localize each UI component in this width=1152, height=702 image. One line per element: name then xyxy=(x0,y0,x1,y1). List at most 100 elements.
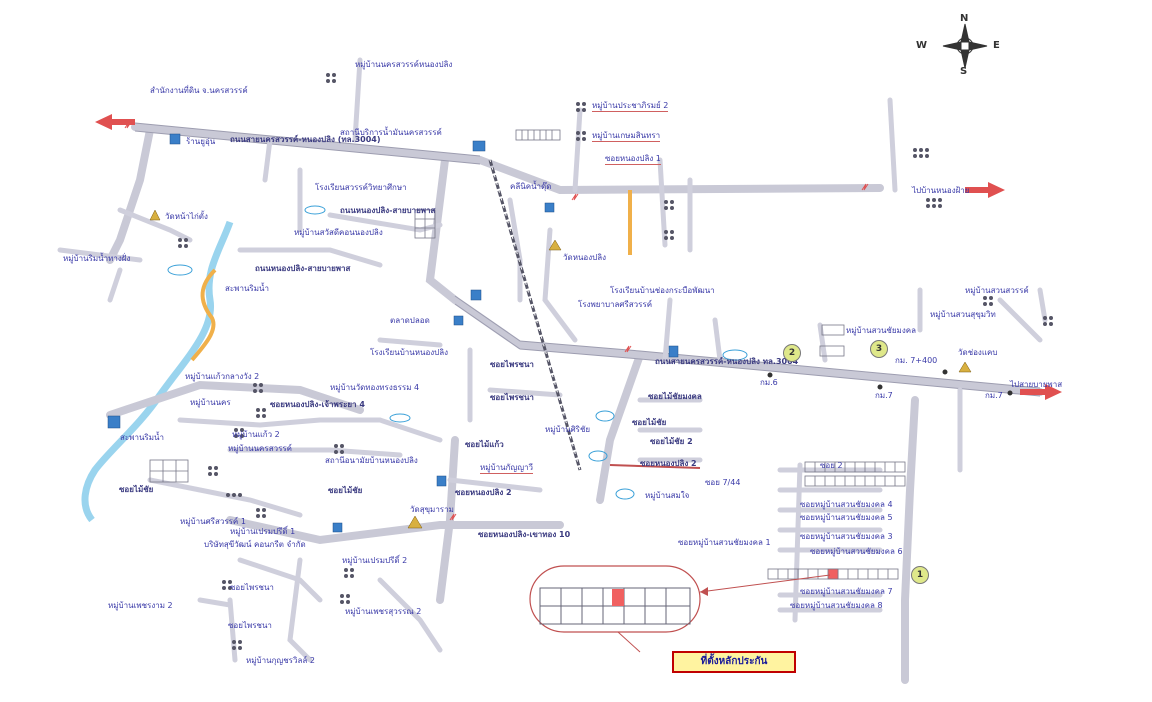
label-clinic: คลีนิคน้ำดุ๊ด xyxy=(510,182,552,191)
label-soi: ซอยไพรชนา xyxy=(230,583,274,592)
road-center-south xyxy=(436,436,459,604)
label-village: หมู่บ้านเพชรงาม 2 xyxy=(108,601,173,610)
label-village: หมู่บ้านเปรมปรีดิ์ 2 xyxy=(342,556,408,565)
river xyxy=(81,220,234,523)
label-km: กม.7 xyxy=(985,391,1003,400)
building-icon xyxy=(668,345,679,358)
grid-block xyxy=(821,324,845,336)
village-dots-icon xyxy=(576,131,586,141)
label-temple: วัดช่องแคบ xyxy=(958,348,998,357)
village-dots-icon xyxy=(340,594,350,604)
label-temple: วัดหน้าไก่ตั้ง xyxy=(165,212,208,221)
label-company: บริษัทสุขีวัฒน์ คอนกรีต จำกัด xyxy=(204,540,306,549)
label-village: หมู่บ้านประชาภิรมย์ 2 xyxy=(592,101,669,112)
label-to-east: ไปบ้านหนองฝ้าย xyxy=(912,186,970,195)
road-east-south xyxy=(901,396,919,684)
label-village: หมู่บ้านนครสวรรค์หนองปลิง xyxy=(355,60,453,69)
label-road: ถนนหนองปลิง-สายบายพาส xyxy=(255,264,351,273)
village-dots-icon xyxy=(226,493,242,497)
grid-block xyxy=(515,129,561,141)
village-dots-icon xyxy=(664,230,674,240)
label-health: สถานีอนามัยบ้านหนองปลิง xyxy=(325,456,418,465)
label-shop: ร้านยูอุ่น xyxy=(186,137,216,146)
label-gas-station: สถานีบริการน้ำมันนครสวรรค์ xyxy=(340,128,442,137)
school-icon xyxy=(389,413,411,423)
village-dots-icon xyxy=(256,408,266,418)
label-temple: วัดสุขุมาราม xyxy=(410,505,454,514)
label-village: หมู่บ้านวัดทองทรงธรรม 4 xyxy=(330,383,420,392)
building-icon xyxy=(472,140,486,152)
label-soi: ซอยหมู่บ้านสวนชัยมงคล 6 xyxy=(810,547,903,556)
village-dots-icon xyxy=(208,466,218,476)
temple-icon xyxy=(407,515,423,529)
label-village: หมู่บ้านกัญญาวี xyxy=(480,463,534,474)
label-road: ซอยหนองปลิง-เขาทอง 10 xyxy=(478,530,571,539)
marker-1: 1 xyxy=(911,566,929,584)
road-diag-left xyxy=(106,380,364,419)
building-icon xyxy=(470,289,482,301)
label-village: หมู่บ้านสวนสุขุมวิท xyxy=(930,310,996,319)
label-market: ตลาดปลอด xyxy=(390,316,430,325)
label-land-office: สำนักงานที่ดิน จ.นครสวรรค์ xyxy=(150,86,248,95)
label-village: หมู่บ้านกุญชรวิลล์ 2 xyxy=(246,656,315,665)
road-main-north-east xyxy=(476,156,884,195)
label-soi: ซอยไม้ชัย xyxy=(632,418,667,427)
label-soi: ซอยหมู่บ้านสวนชัยมงคล 8 xyxy=(790,601,883,610)
compass-n: N xyxy=(960,13,969,24)
label-soi: ซอยหมู่บ้านสวนชัยมงคล 1 xyxy=(678,538,771,547)
school-icon xyxy=(304,205,326,215)
label-temple: วัดหนองปลิง xyxy=(563,253,607,262)
building-icon xyxy=(544,202,555,213)
label-road: ถนนหนองปลิง-สายบายพาส xyxy=(340,206,436,215)
property-plot-small xyxy=(827,568,839,580)
road-south-south xyxy=(226,516,564,545)
school-icon xyxy=(722,349,748,361)
label-village: หมู่บ้านเพชรสุวรรณ 2 xyxy=(345,607,422,616)
village-dots-icon xyxy=(334,444,344,454)
property-plot-zoom xyxy=(612,589,624,606)
compass-e: E xyxy=(993,40,1000,51)
label-village: หมู่บ้านแก้วกลางวัง 2 xyxy=(185,372,260,381)
village-dots-icon xyxy=(664,200,674,210)
building-icon xyxy=(436,475,447,487)
label-soi: ซอยหมู่บ้านสวนชัยมงคล 3 xyxy=(800,532,893,541)
school-icon xyxy=(167,264,193,276)
label-soi: ซอยไม้ชัยมงคล xyxy=(648,392,702,401)
label-road: ถนนสายนครสวรรค์-หนองปลิง (ทล.3004) xyxy=(230,135,381,144)
label-km: กม.6 xyxy=(760,378,778,387)
marker-2: 2 xyxy=(783,344,801,362)
label-road: ซอยหนองปลิง-เจ้าพระยา 4 xyxy=(270,400,365,409)
label-km: กม.7 xyxy=(875,391,893,400)
building-icon xyxy=(332,522,343,533)
village-dots-icon xyxy=(326,73,336,83)
village-dots-icon xyxy=(178,238,188,248)
label-soi: ซอยหมู่บ้านสวนชัยมงคล 7 xyxy=(800,587,893,596)
village-dots-icon xyxy=(344,568,354,578)
label-soi: ซอยไม้ชัย xyxy=(328,486,363,495)
label-soi: ซอยไพรชนา xyxy=(228,621,272,630)
km-post-icon xyxy=(877,384,883,390)
road-west-long xyxy=(106,126,154,264)
red-road-segment xyxy=(609,464,701,469)
label-village: หมู่บ้านริมน้ำทางฝั่ง xyxy=(63,254,131,263)
label-soi: ซอยหมู่บ้านสวนชัยมงคล 5 xyxy=(800,513,893,522)
building-icon xyxy=(169,133,181,145)
village-dots-icon xyxy=(983,296,993,306)
label-soi: ซอยไม้ชัย 2 xyxy=(650,437,693,446)
label-village: หมู่บ้านเกษมสินทรา xyxy=(592,131,661,142)
km-post-icon xyxy=(942,369,948,375)
river-orange-section xyxy=(190,268,217,362)
village-dots-icon xyxy=(253,383,263,393)
km-post-icon xyxy=(767,372,773,378)
label-soi: ซอยหมู่บ้านสวนชัยมงคล 4 xyxy=(800,500,893,509)
arrow-west xyxy=(95,114,135,130)
label-soi: ซอยหนองปลิง 2 xyxy=(640,459,697,468)
label-village: หมู่บ้านสมใจ xyxy=(645,491,690,500)
label-soi: ซอย 7/44 xyxy=(705,478,741,487)
label-village: หมู่บ้านนคร xyxy=(190,398,231,407)
label-road: ซอยหนองปลิง 2 xyxy=(455,488,512,497)
village-dots-icon xyxy=(576,102,586,112)
compass-s: S xyxy=(960,66,968,77)
label-village: หมู่บ้านสวัสดีคอนนองปลิง xyxy=(294,228,383,237)
